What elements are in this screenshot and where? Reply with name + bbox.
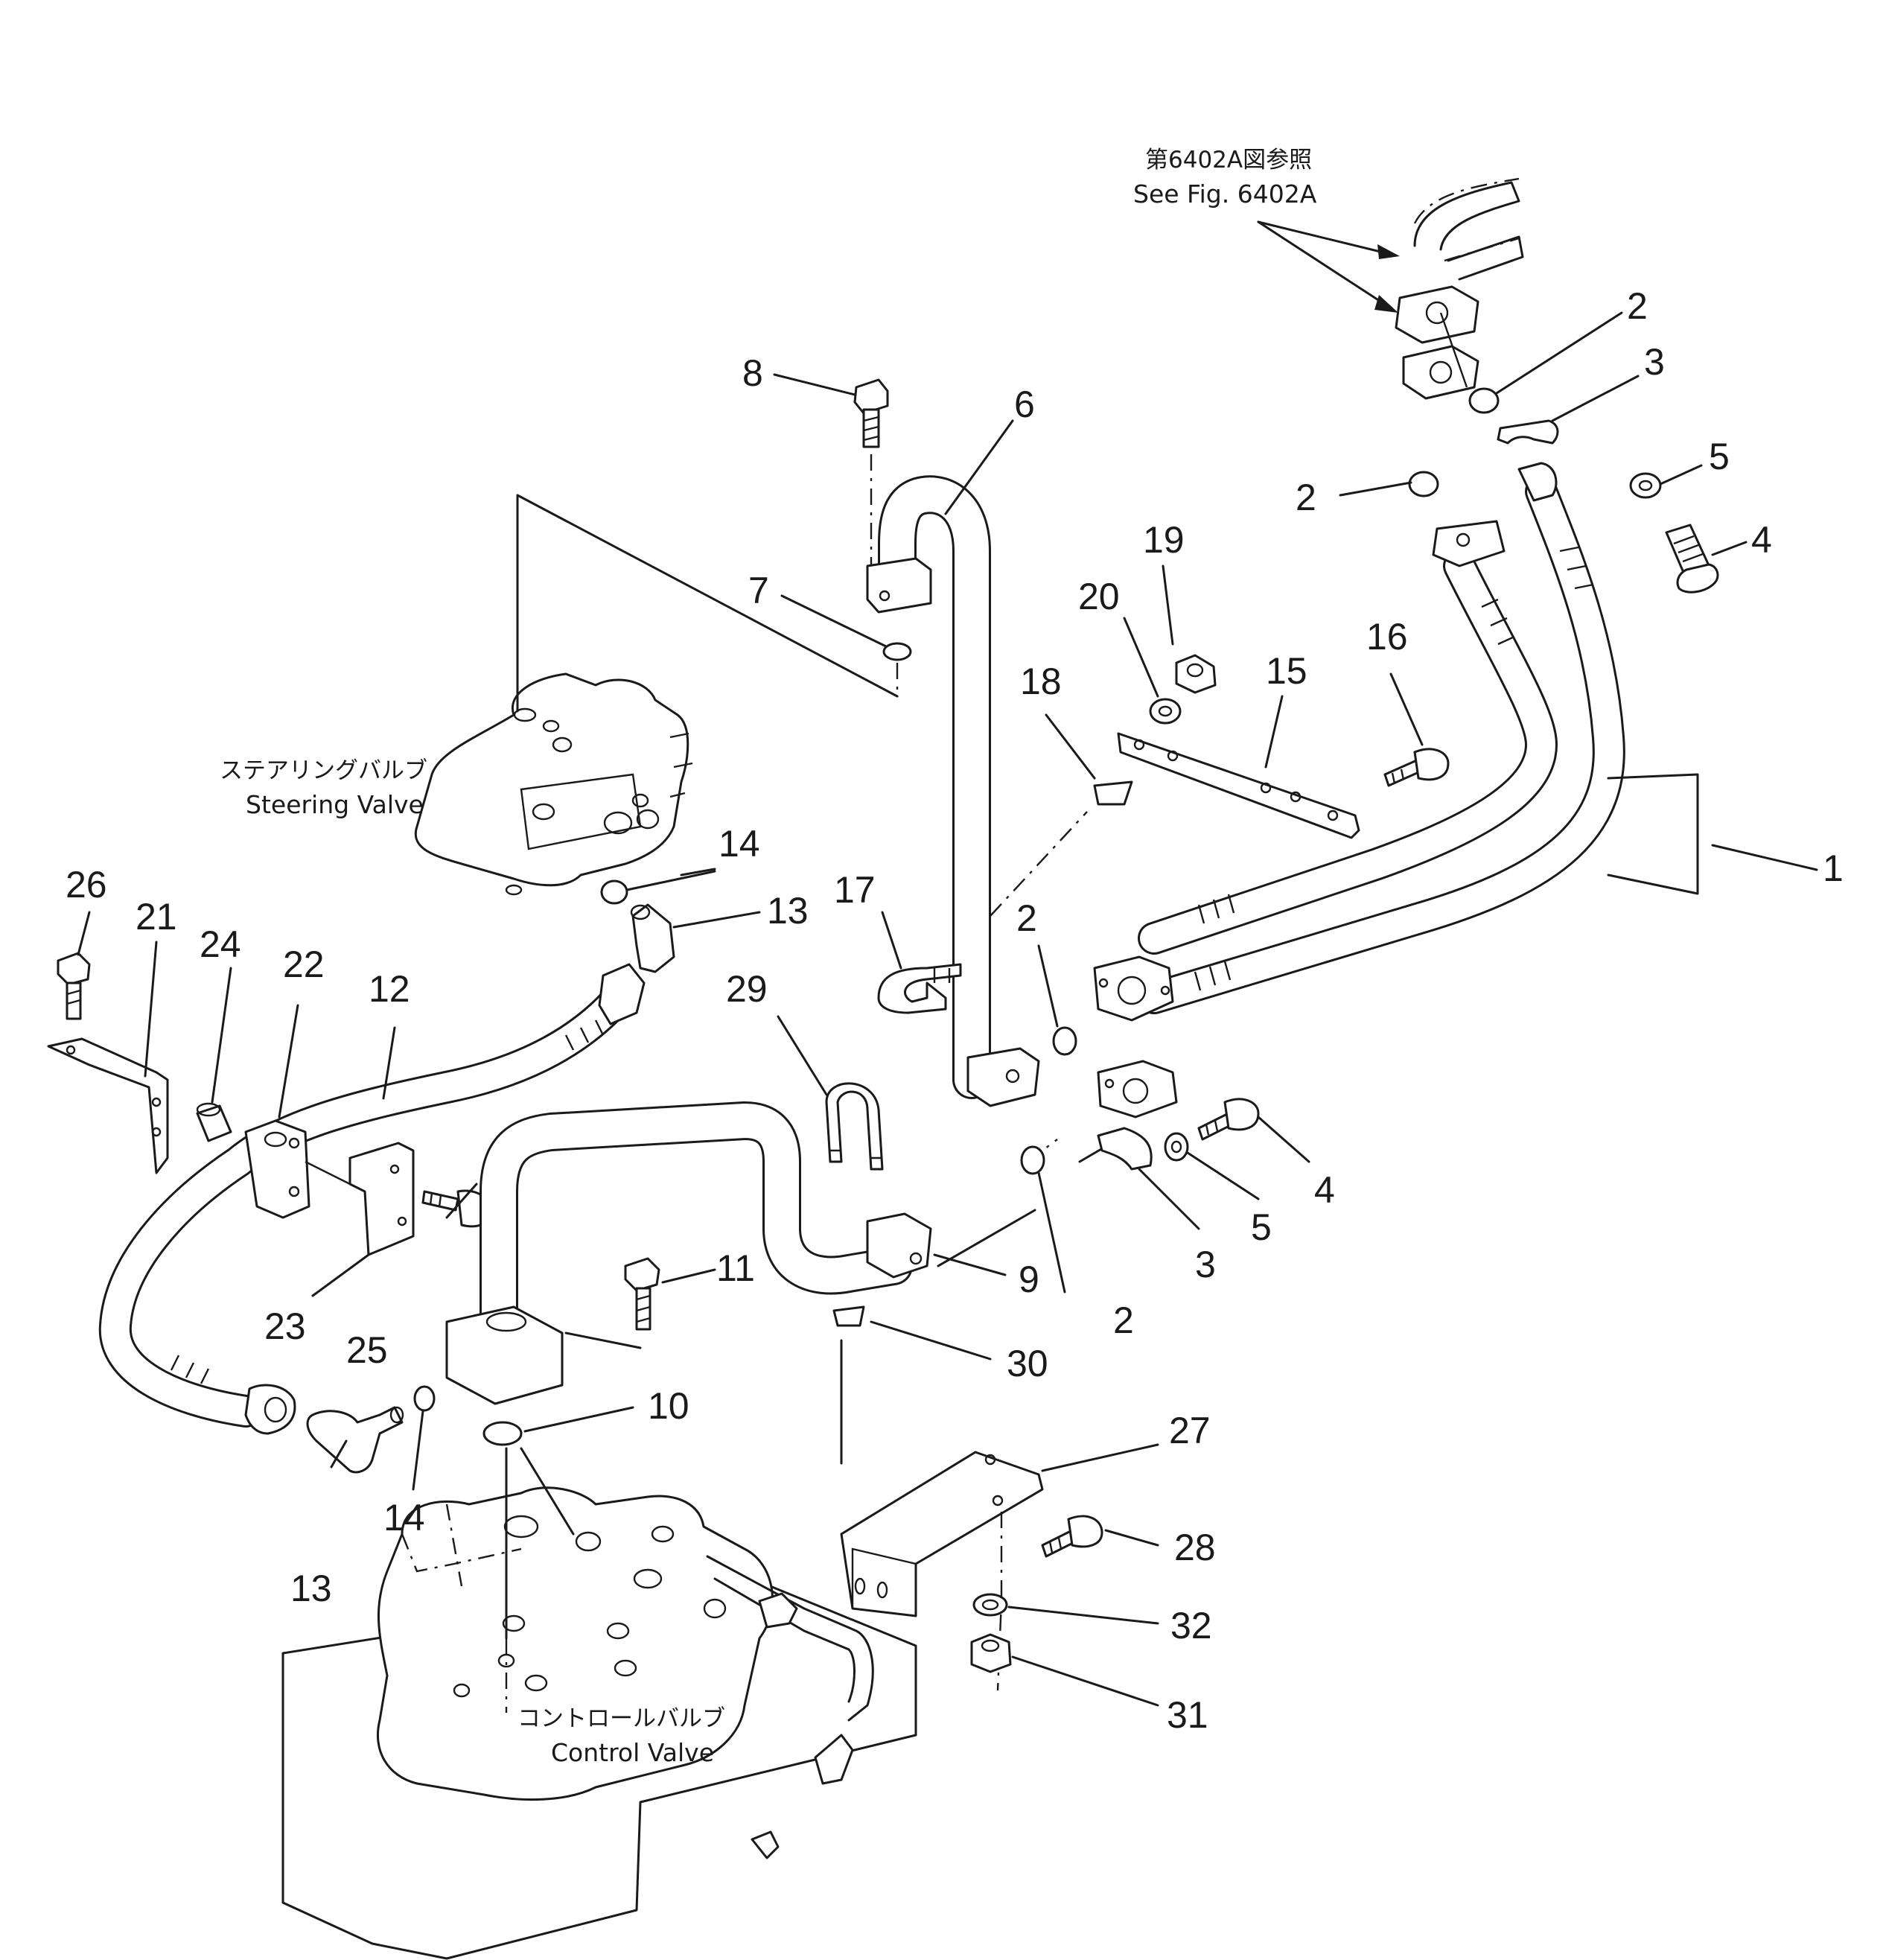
reference-arrowhead-upper (1377, 244, 1400, 259)
callout-24: 24 (200, 923, 241, 965)
callout-10: 10 (648, 1385, 689, 1427)
callout-13-upper: 13 (767, 890, 809, 932)
reference-arrow-upper (1257, 220, 1388, 255)
callout-15: 15 (1266, 650, 1307, 692)
clamp-22 (244, 1119, 310, 1219)
callout-25: 25 (346, 1329, 388, 1371)
callout-2-bottom: 2 (1113, 1299, 1134, 1341)
callout-32: 32 (1170, 1605, 1212, 1646)
callout-14-upper: 14 (719, 823, 760, 865)
callout-14-lower: 14 (383, 1497, 425, 1539)
reference-note-ja: 第6402A図参照 (1145, 147, 1312, 174)
callout-29: 29 (726, 968, 768, 1010)
bolt-16 (1383, 748, 1450, 787)
steering-valve (414, 672, 693, 896)
steering-valve-label-ja: ステアリングバルブ (220, 757, 427, 784)
control-valve-label-en: Control Valve (551, 1738, 714, 1767)
callout-1: 1 (1823, 847, 1844, 889)
bolt-11 (564, 1257, 660, 1349)
callout-23: 23 (264, 1305, 306, 1347)
washer-5-lower (1164, 1132, 1189, 1162)
callout-3-bottom: 3 (1195, 1244, 1216, 1285)
callout-5-bottom: 5 (1251, 1206, 1272, 1248)
callout-17: 17 (834, 869, 876, 911)
steering-valve-leader (516, 494, 899, 713)
plate-18 (1093, 780, 1133, 806)
reference-note-en: See Fig. 6402A (1133, 179, 1317, 209)
oring-14-lower (413, 1385, 436, 1412)
bolt-4-upper (1665, 524, 1719, 594)
plate-30 (832, 1305, 865, 1327)
callout-5-top: 5 (1709, 436, 1730, 477)
split-flange-3-upper (1497, 419, 1559, 445)
collar-24 (196, 1102, 232, 1142)
callout-22: 22 (283, 944, 325, 985)
elbow-13-lower (306, 1406, 404, 1474)
control-valve (281, 1447, 917, 1960)
callout-7: 7 (748, 570, 769, 611)
leader-lines (77, 311, 1818, 1707)
callout-9: 9 (1019, 1259, 1039, 1300)
nut-31 (970, 1633, 1012, 1673)
callout-11: 11 (716, 1247, 755, 1289)
oring-10 (482, 1421, 523, 1446)
oring-14-upper (600, 879, 628, 905)
oring-2-upper-b (1408, 471, 1439, 497)
bar-15 (1117, 732, 1360, 839)
callout-4-bottom: 4 (1314, 1169, 1335, 1211)
washer-32 (972, 1593, 1008, 1617)
washer-5-upper (1629, 472, 1662, 499)
callout-18: 18 (1020, 661, 1062, 702)
callout-28: 28 (1174, 1527, 1216, 1568)
washer-20 (1149, 698, 1182, 725)
callout-27: 27 (1169, 1410, 1211, 1451)
upper-flange-block (1395, 177, 1524, 400)
callout-30: 30 (1007, 1343, 1048, 1384)
oring-2-upper-a (1468, 387, 1500, 414)
bolt-8 (853, 378, 889, 566)
callout-6: 6 (1014, 384, 1035, 425)
callout-20: 20 (1078, 576, 1120, 617)
split-flange-3-lower (1097, 1127, 1153, 1171)
control-valve-label-ja: コントロールバルブ (517, 1705, 725, 1732)
pipe-6 (866, 475, 1040, 1107)
callout-12: 12 (369, 968, 410, 1010)
u-bolt-29 (825, 1082, 884, 1171)
callout-4-top: 4 (1751, 519, 1772, 561)
bolt-26 (57, 952, 91, 1020)
bolt-28 (1041, 1515, 1103, 1558)
callout-numbers: 1 2 2 2 2 2 3 3 4 4 5 5 6 7 8 9 10 11 12… (66, 285, 1844, 1736)
callout-3-top: 3 (1644, 341, 1665, 383)
callout-8: 8 (742, 352, 763, 394)
pipe-9 (445, 1101, 932, 1405)
callout-31: 31 (1167, 1694, 1208, 1736)
elbow-13-upper (630, 903, 675, 973)
bracket-23 (305, 1142, 415, 1256)
steering-valve-label-en: Steering Valve (246, 790, 424, 819)
reference-arrowhead-lower (1374, 295, 1398, 313)
callout-2-top: 2 (1627, 285, 1648, 327)
reference-arrow-lower (1257, 220, 1388, 307)
callout-16: 16 (1366, 616, 1408, 658)
nut-19 (1175, 654, 1217, 694)
callout-13-lower: 13 (290, 1568, 332, 1609)
callout-2-left: 2 (1296, 477, 1316, 518)
u-bolt-17 (877, 963, 962, 1014)
oring-2-mid-a (1052, 1026, 1077, 1056)
oring-2-mid-b (1020, 1145, 1045, 1175)
callout-2-mid: 2 (1016, 897, 1037, 939)
hose-12 (98, 963, 646, 1435)
bracket-21 (47, 1037, 169, 1174)
oring-7 (882, 642, 912, 661)
callout-26: 26 (66, 864, 107, 906)
bolt-4-lower (1197, 1098, 1260, 1141)
hose-assembly-1 (1093, 462, 1699, 1119)
reference-note: 第6402A図参照 See Fig. 6402A (1133, 147, 1400, 313)
callout-21: 21 (136, 896, 177, 938)
callout-19: 19 (1143, 519, 1185, 561)
